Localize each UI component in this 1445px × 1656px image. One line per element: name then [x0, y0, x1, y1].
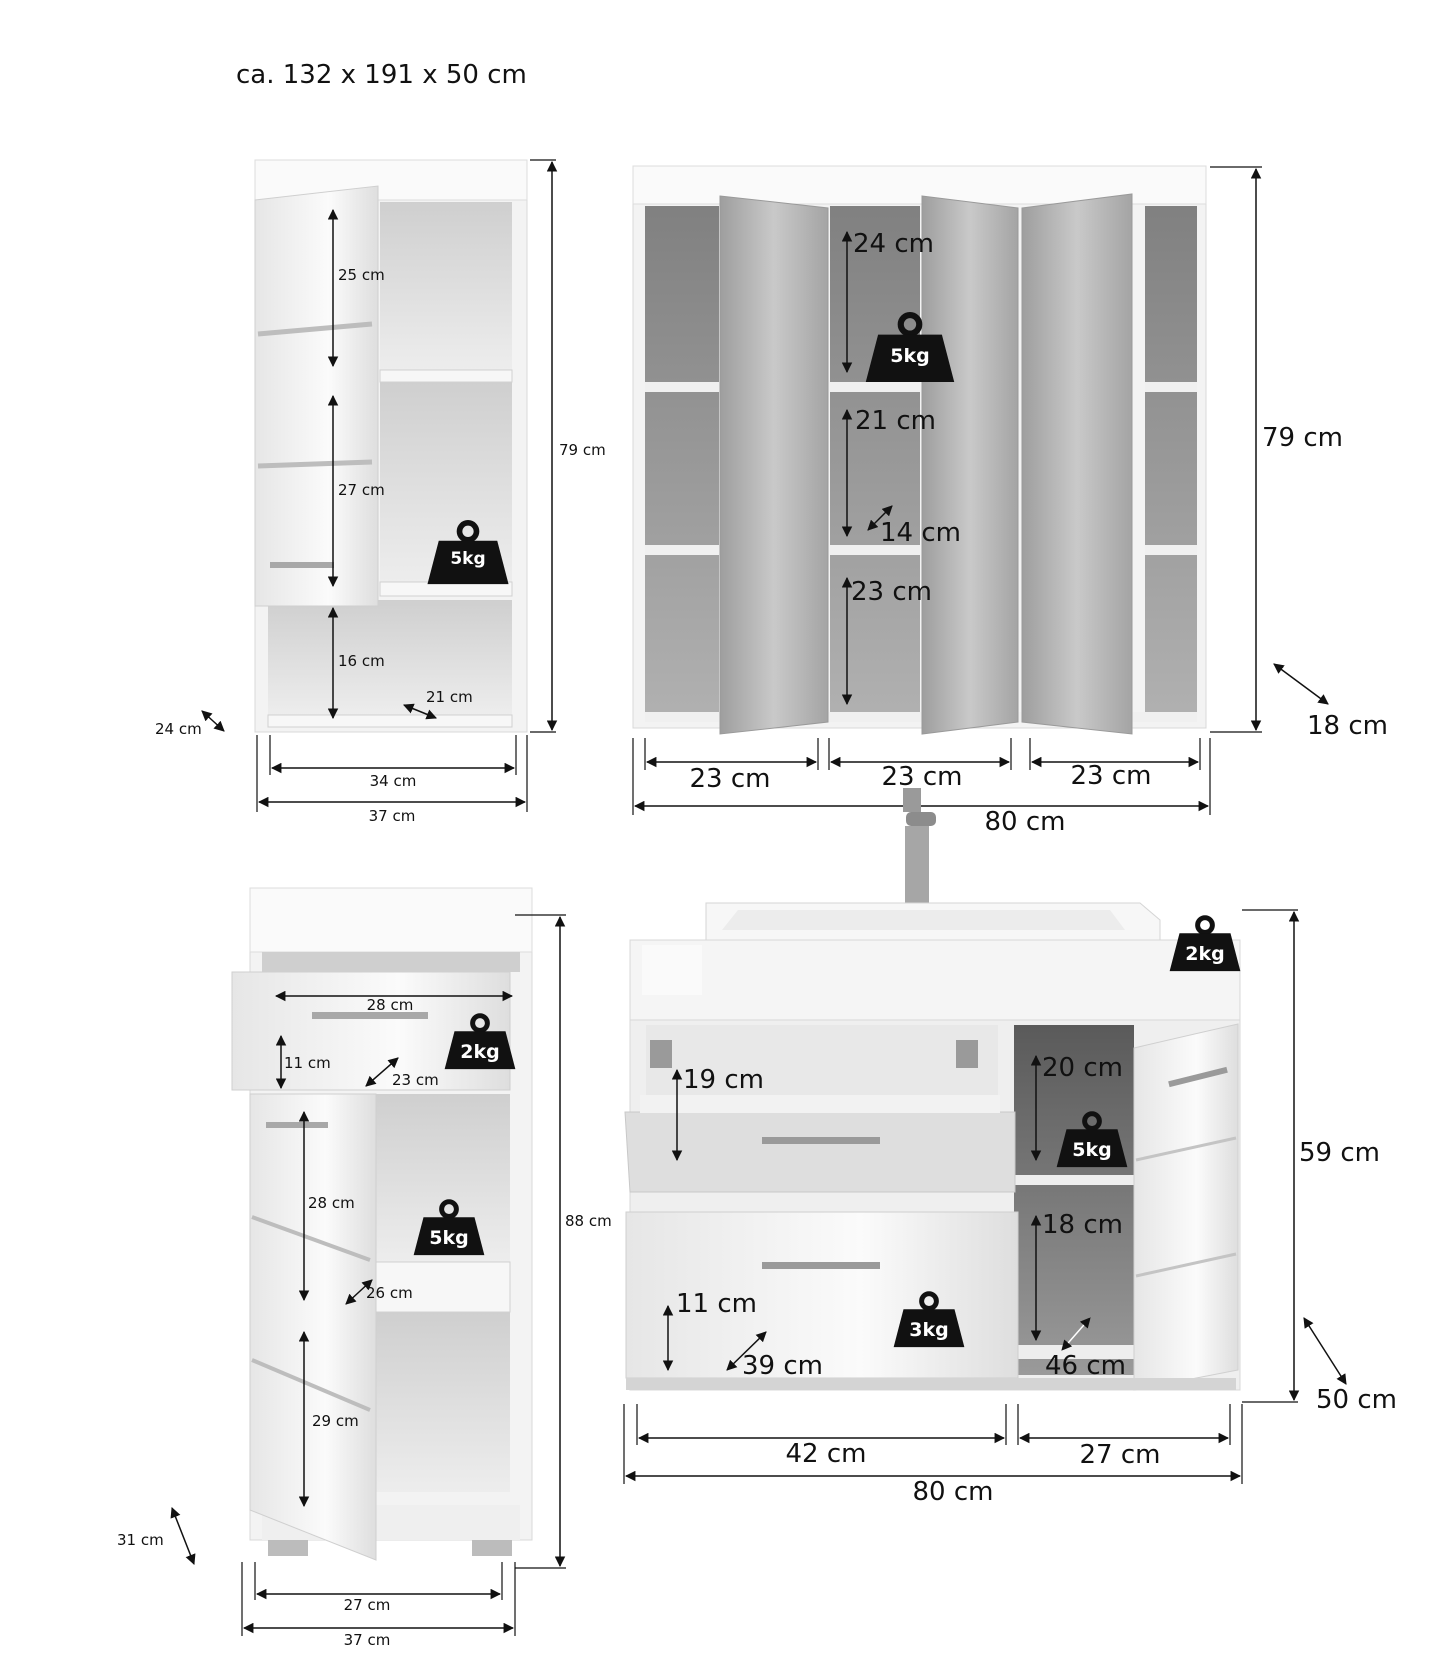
mirror-width-right-label: 23 cm — [1071, 761, 1152, 791]
base-comp-upper-label: 28 cm — [308, 1194, 355, 1212]
vanity-drawer-weight: 3kg — [909, 1319, 948, 1341]
base-drawer-height-label: 11 cm — [284, 1054, 331, 1072]
wall-outer-width-label: 37 cm — [369, 807, 416, 825]
vanity-depth-label: 50 cm — [1316, 1385, 1397, 1415]
base-drawer-width-label: 28 cm — [367, 996, 414, 1014]
vanity-upper-drawer-label: 19 cm — [683, 1065, 764, 1095]
mirror-width-mid-label: 23 cm — [882, 762, 963, 792]
dim-line — [867, 505, 893, 531]
vanity-lower-drawer-height-label: 11 cm — [676, 1289, 757, 1319]
dim-line — [201, 710, 225, 732]
mirror-depth-label: 18 cm — [1307, 711, 1388, 741]
dim-line — [1273, 663, 1329, 705]
base-inner-width-label: 27 cm — [344, 1596, 391, 1614]
vanity-unit — [624, 788, 1241, 1391]
vanity-side-depth-label: 46 cm — [1045, 1351, 1126, 1381]
base-height-label: 88 cm — [565, 1212, 612, 1230]
vanity-width-right-label: 27 cm — [1080, 1440, 1161, 1470]
mirror-cabinet-weight: 5kg — [890, 345, 929, 367]
mirror-comp-bottom-label: 23 cm — [851, 577, 932, 607]
mirror-width-left-label: 23 cm — [690, 764, 771, 794]
wall-open-shelf-label: 16 cm — [338, 652, 385, 670]
vanity-side-lower-label: 18 cm — [1042, 1210, 1123, 1240]
vanity-total-width-label: 80 cm — [913, 1477, 994, 1507]
dim-line — [1303, 1317, 1347, 1385]
wall-cabinet-weight: 5kg — [450, 549, 485, 569]
base-comp-lower-label: 29 cm — [312, 1412, 359, 1430]
mirror-comp-mid-label: 21 cm — [855, 406, 936, 436]
mirror-height-label: 79 cm — [1262, 423, 1343, 453]
vanity-lower-drawer-depth-label: 39 cm — [742, 1351, 823, 1381]
overall-size-label: ca. 132 x 191 x 50 cm — [236, 60, 527, 90]
vanity-side-weight: 5kg — [1072, 1139, 1111, 1161]
wall-inner-width-label: 34 cm — [370, 772, 417, 790]
dim-line — [726, 1331, 767, 1371]
dim-line — [1061, 1317, 1091, 1351]
wall-depth-label: 24 cm — [155, 720, 202, 738]
wall-shelf-depth-label: 21 cm — [426, 688, 473, 706]
dim-line — [403, 703, 437, 720]
vanity-basin-weight: 2kg — [1185, 943, 1224, 965]
dim-line — [345, 1279, 373, 1305]
base-drawer-depth-label: 23 cm — [392, 1071, 439, 1089]
dim-line — [365, 1057, 399, 1087]
vanity-height-label: 59 cm — [1299, 1138, 1380, 1168]
mirror-shelf-depth-label: 14 cm — [880, 518, 961, 548]
mirror-comp-top-label: 24 cm — [853, 229, 934, 259]
base-shelf-weight: 5kg — [429, 1227, 468, 1249]
mirror-total-width-label: 80 cm — [985, 807, 1066, 837]
base-shelf-depth-label: 26 cm — [366, 1284, 413, 1302]
base-depth-label: 31 cm — [117, 1531, 164, 1549]
base-outer-width-label: 37 cm — [344, 1631, 391, 1649]
wall-door-mid-label: 27 cm — [338, 481, 385, 499]
base-drawer-weight: 2kg — [460, 1041, 499, 1063]
wall-height-label: 79 cm — [559, 441, 606, 459]
base-cabinet — [231, 887, 533, 1561]
dim-line — [170, 1507, 196, 1565]
vanity-width-left-label: 42 cm — [786, 1439, 867, 1469]
wall-door-top-label: 25 cm — [338, 266, 385, 284]
vanity-side-upper-label: 20 cm — [1042, 1053, 1123, 1083]
wall-cabinet — [254, 159, 528, 733]
